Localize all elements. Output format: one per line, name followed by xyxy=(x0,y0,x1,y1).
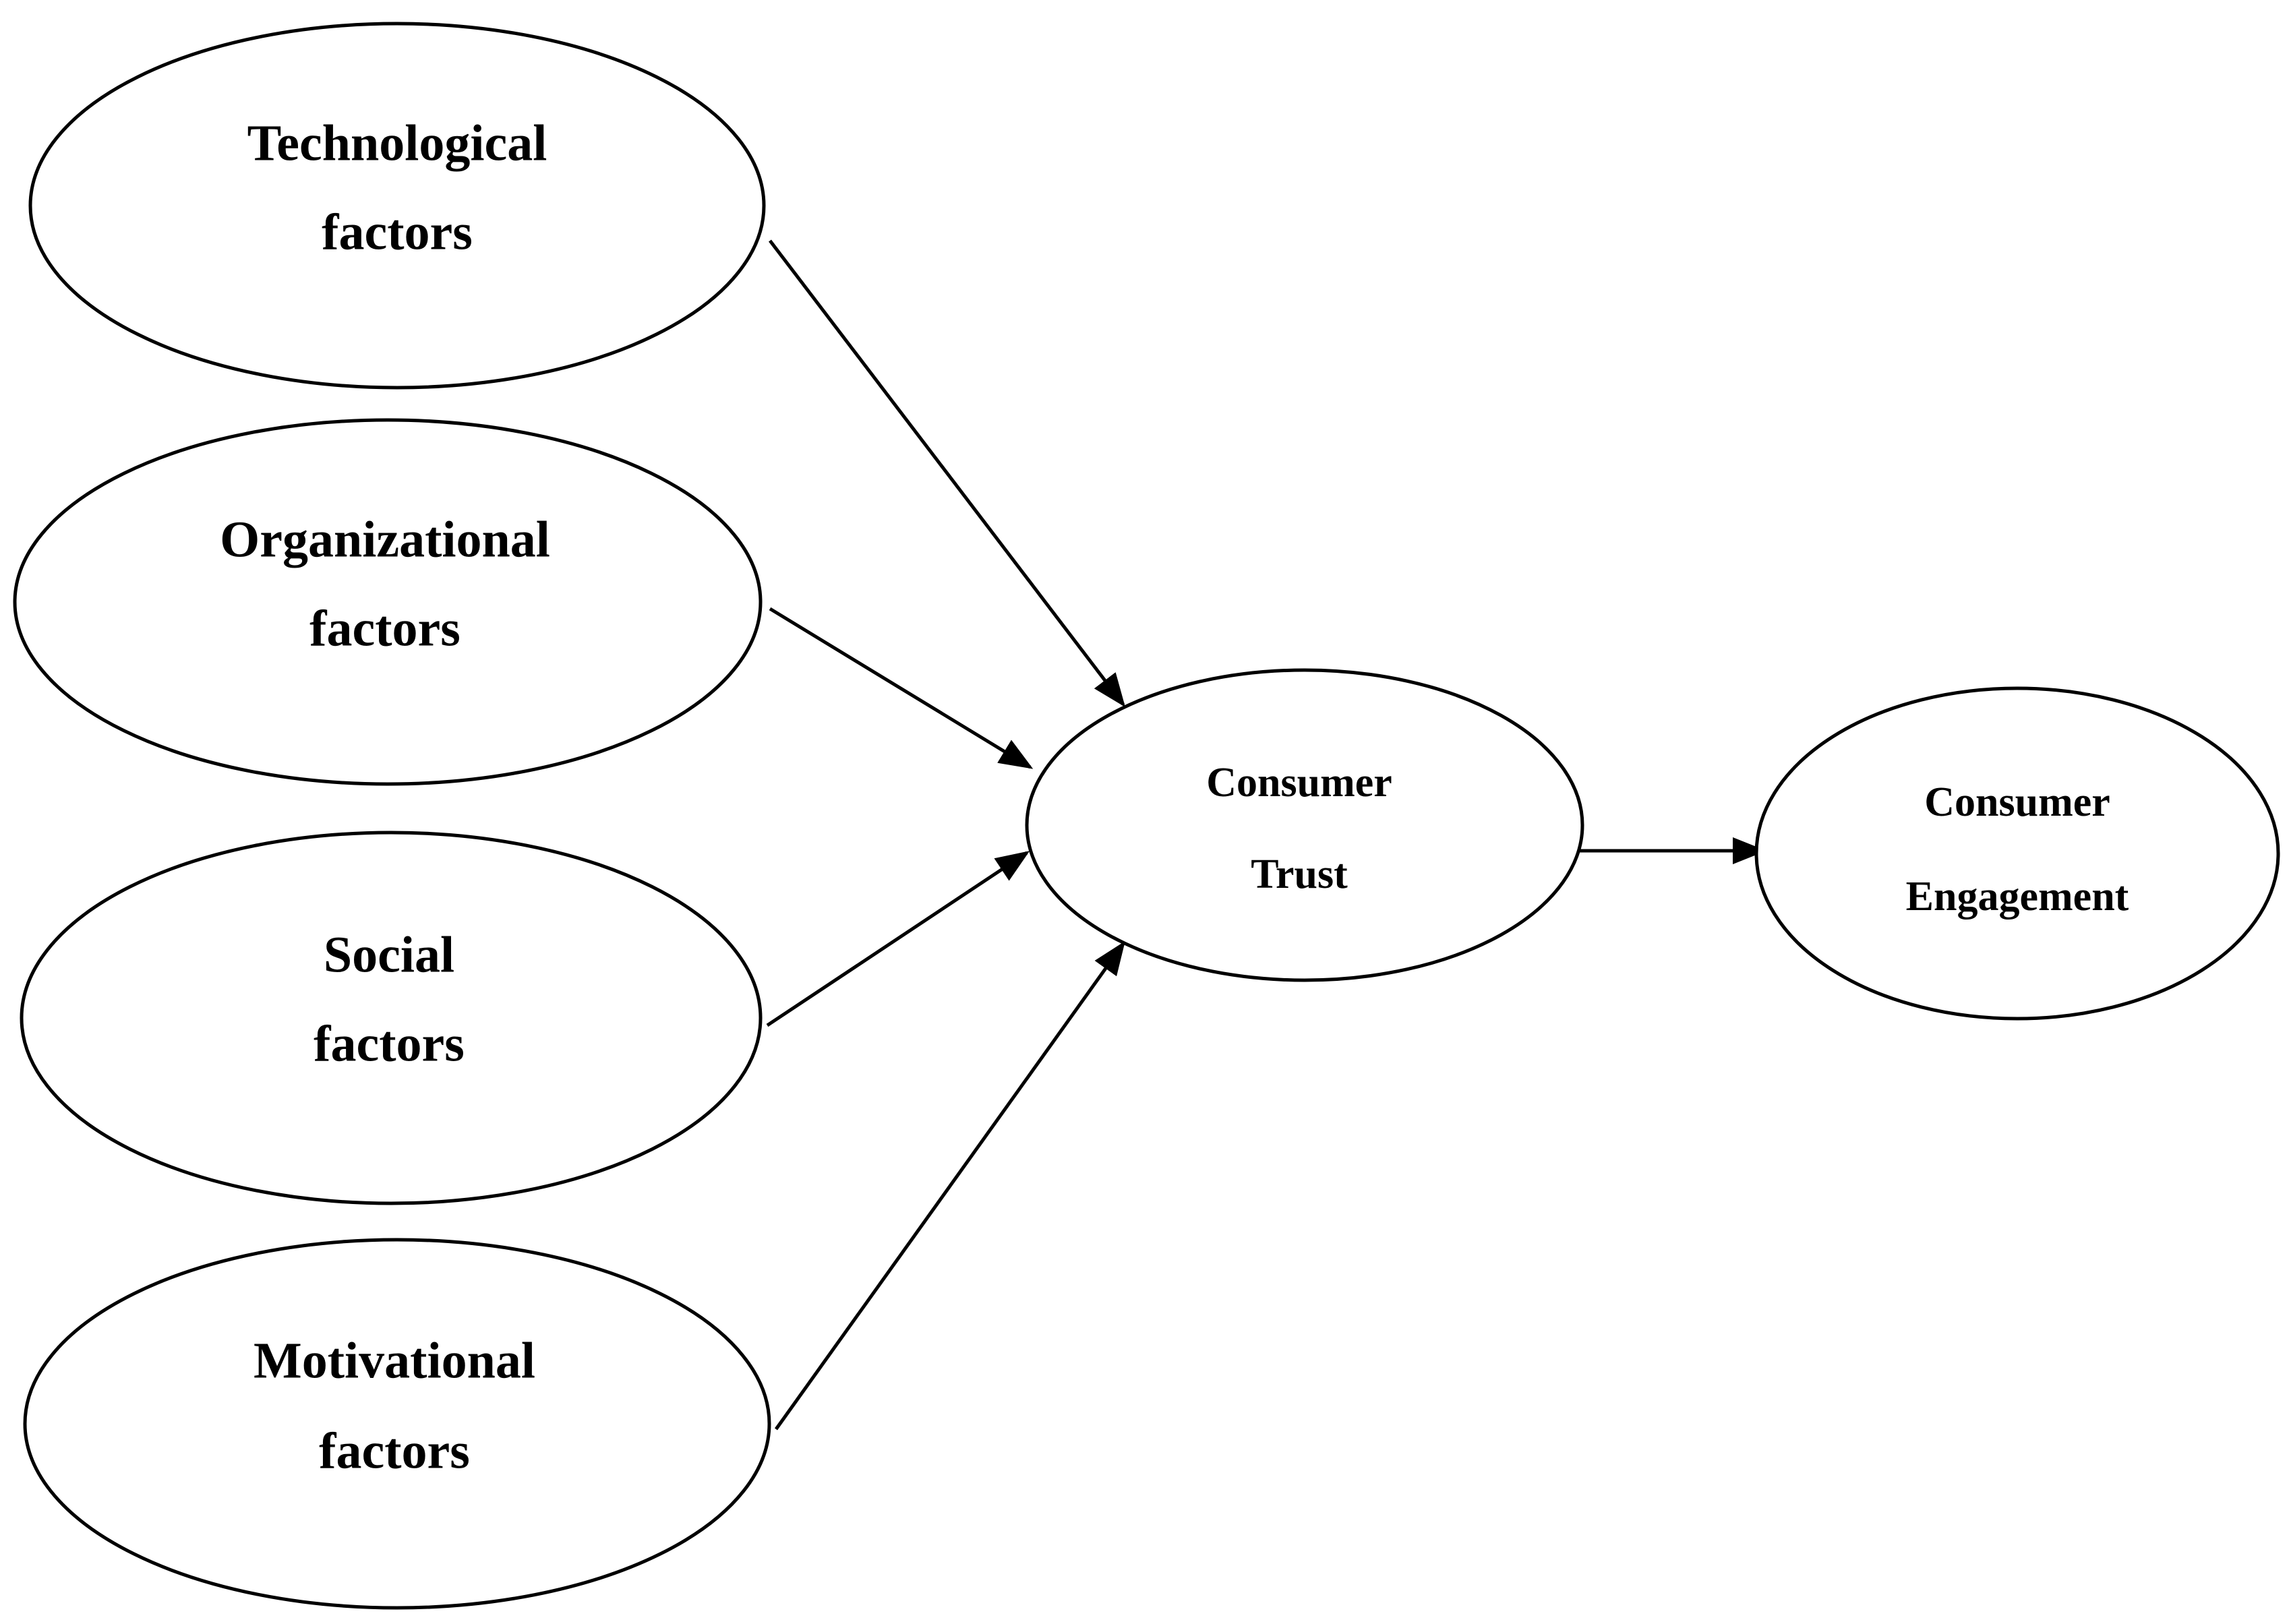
node-motivational-label-line2: factors xyxy=(319,1422,470,1479)
node-motivational-ellipse xyxy=(23,1238,771,1610)
node-engagement-ellipse xyxy=(1754,686,2280,1021)
node-motivational-factors: Motivational factors xyxy=(23,1238,771,1610)
node-social-ellipse xyxy=(20,831,763,1205)
node-technological-label-line2: factors xyxy=(322,204,473,260)
edge-technological-to-trust xyxy=(769,239,1126,707)
node-consumer-engagement: Consumer Engagement xyxy=(1754,686,2280,1021)
node-technological-ellipse xyxy=(28,22,766,390)
node-technological-label-line1: Technological xyxy=(247,115,547,171)
node-trust-label-line1: Consumer xyxy=(1206,760,1392,806)
node-social-label-line2: factors xyxy=(314,1015,465,1072)
edges xyxy=(766,239,1766,1431)
node-engagement-label-line2: Engagement xyxy=(1906,874,2129,920)
edge-motivational-to-trust xyxy=(774,940,1125,1431)
node-trust-ellipse xyxy=(1025,668,1584,982)
node-social-factors: Social factors xyxy=(20,831,763,1205)
node-organizational-factors: Organizational factors xyxy=(13,418,763,786)
edge-organizational-to-trust xyxy=(769,607,1034,769)
node-technological-factors: Technological factors xyxy=(28,22,766,390)
node-organizational-label-line2: factors xyxy=(309,600,460,657)
node-organizational-label-line1: Organizational xyxy=(220,511,550,568)
node-motivational-label-line1: Motivational xyxy=(254,1332,535,1389)
node-organizational-ellipse xyxy=(13,418,763,786)
edge-social-to-trust xyxy=(766,851,1030,1027)
node-engagement-label-line1: Consumer xyxy=(1924,779,2110,825)
node-social-label-line1: Social xyxy=(324,926,454,983)
node-consumer-trust: Consumer Trust xyxy=(1025,668,1584,982)
node-trust-label-line2: Trust xyxy=(1251,851,1348,897)
